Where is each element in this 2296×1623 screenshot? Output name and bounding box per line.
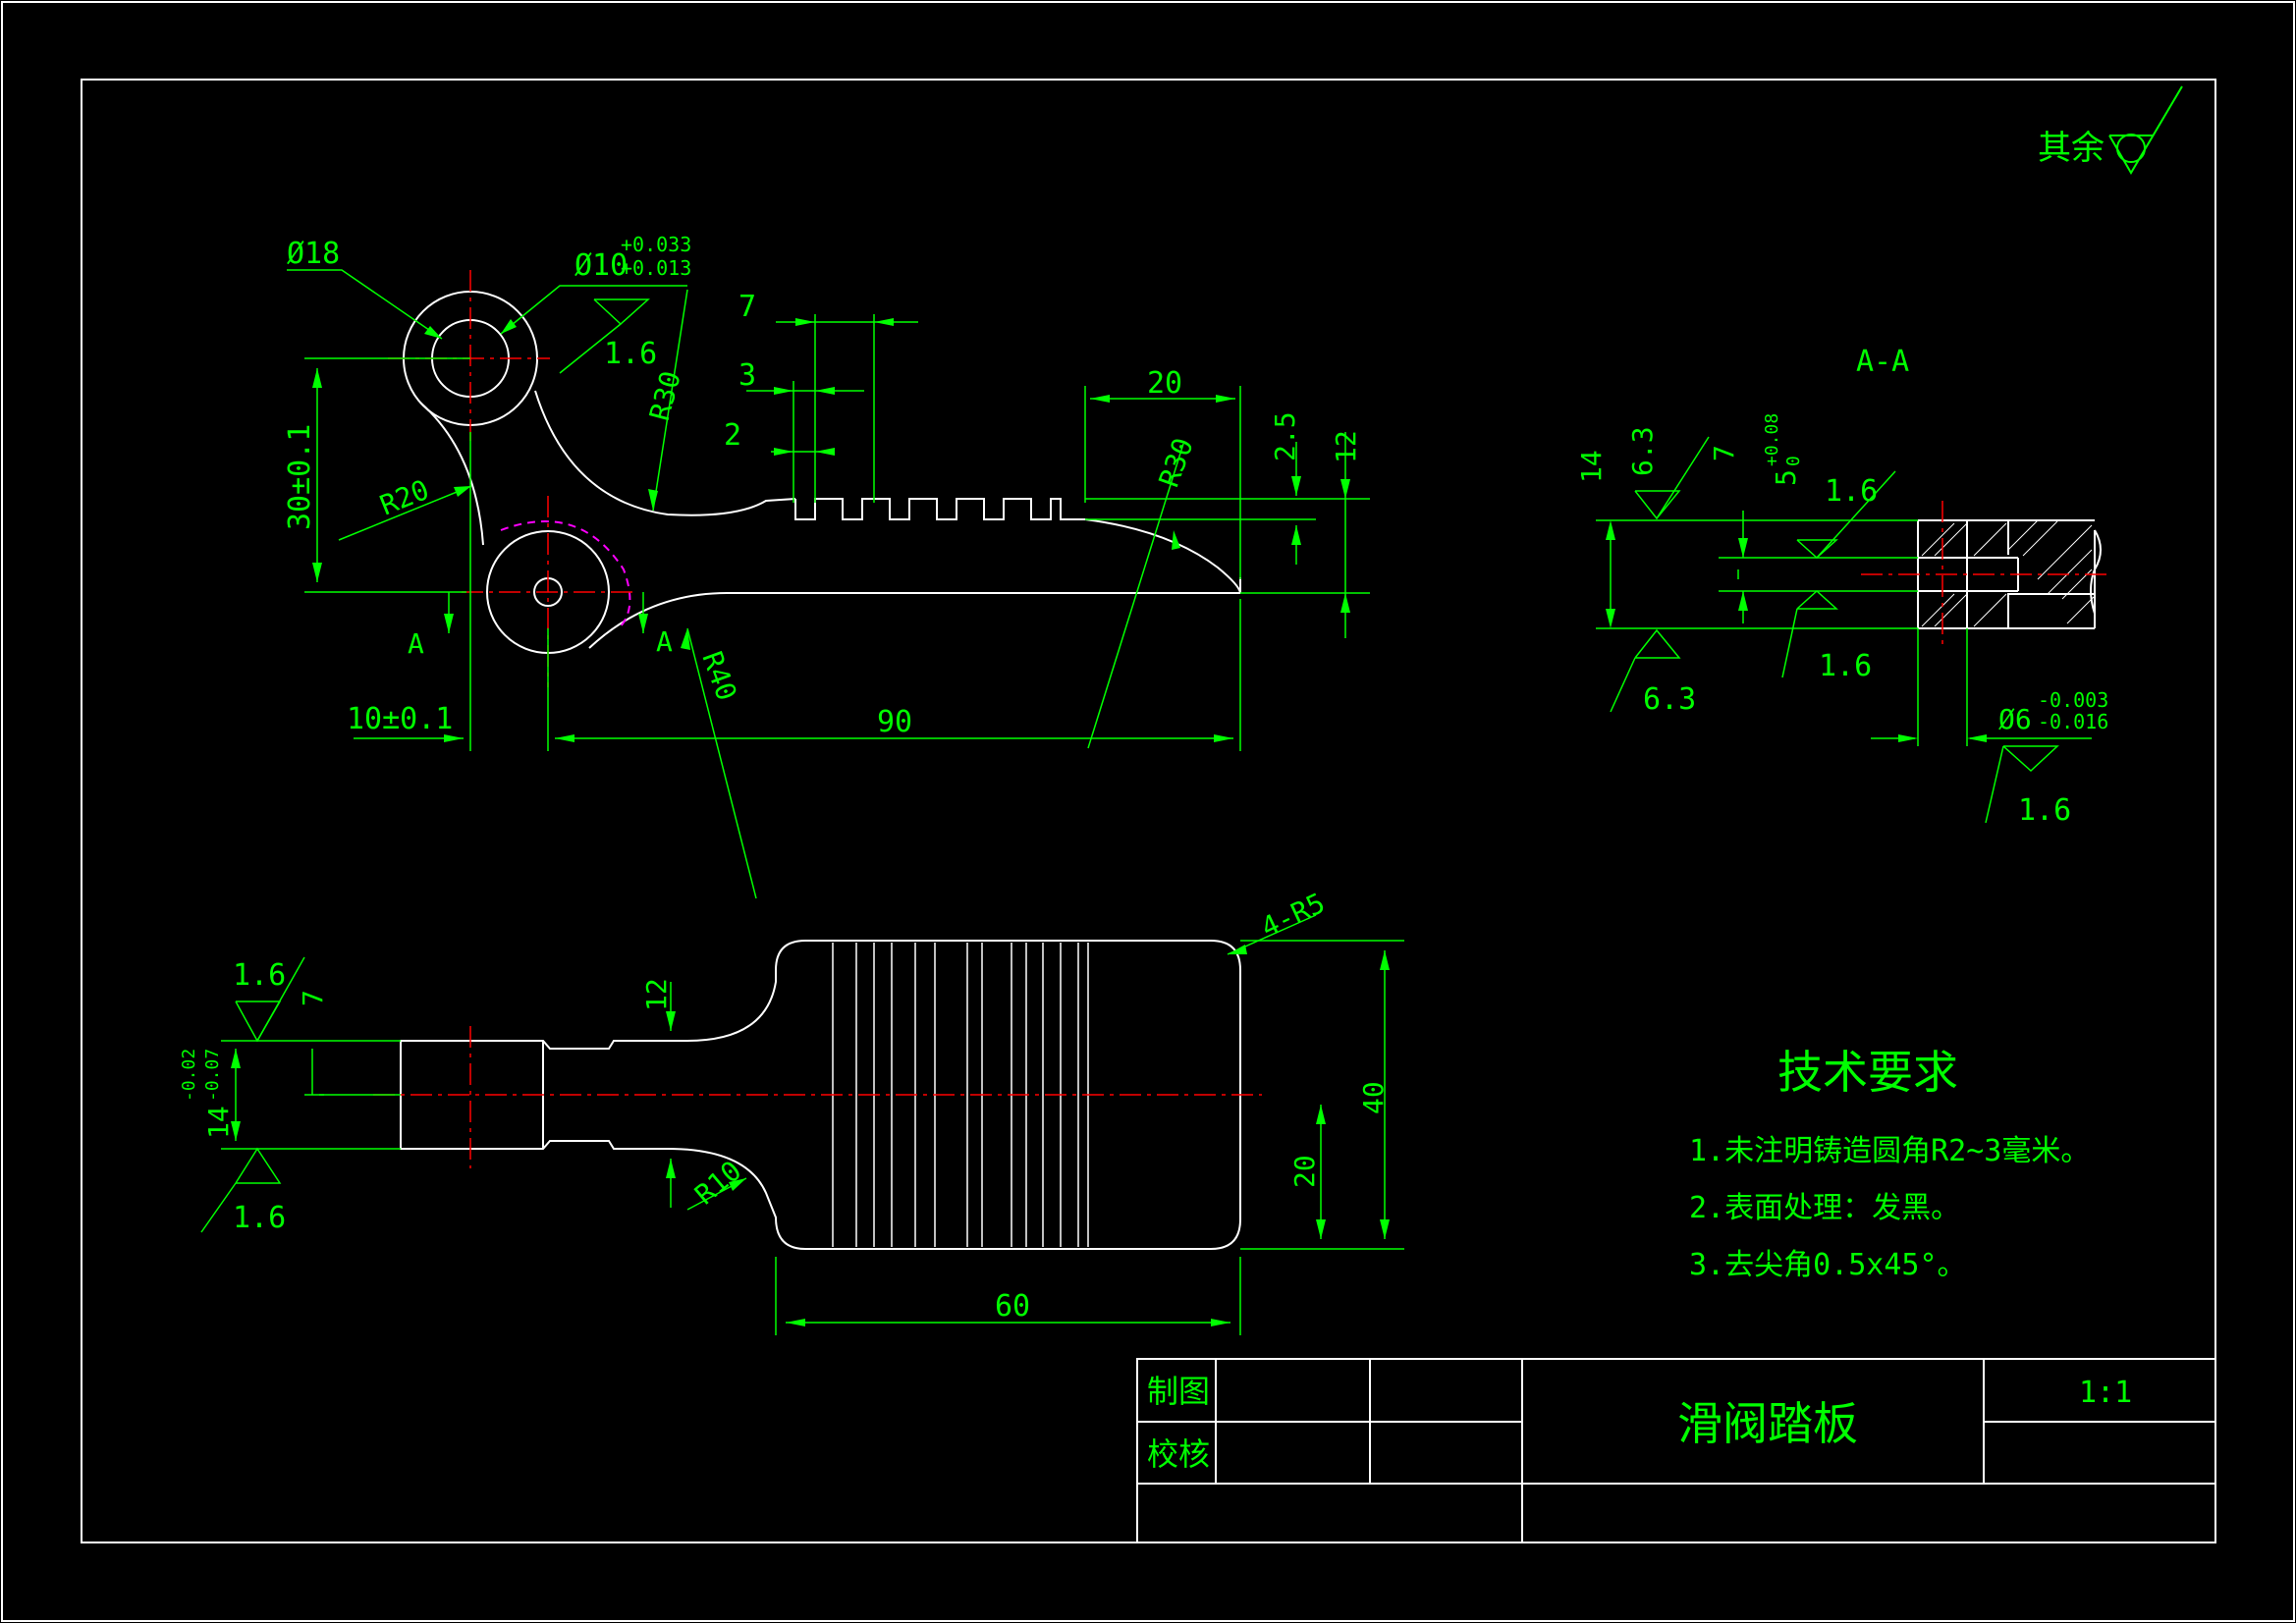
bottom-dim-w60: 60 bbox=[995, 1289, 1030, 1324]
section-dim-h7: 7 bbox=[1708, 445, 1740, 461]
bottom-view-arrowheads bbox=[231, 945, 1390, 1326]
bottom-dim-h20: 20 bbox=[1288, 1155, 1321, 1188]
section-dimension-lines bbox=[1596, 436, 2092, 824]
dim-r40: R40 bbox=[695, 647, 742, 705]
dim-w10: 10±0.1 bbox=[347, 702, 453, 736]
main-view: Ø18 Ø10 +0.033 +0.013 1.6 R30 R20 30±0.1… bbox=[283, 233, 1370, 899]
bottom-dim-r5: 4-R5 bbox=[1256, 887, 1330, 944]
dim-w2: 2 bbox=[724, 418, 741, 453]
bottom-dim-h7: 7 bbox=[297, 990, 329, 1006]
bottom-view-centerlines bbox=[373, 1026, 1262, 1168]
bottom-dim-h12: 12 bbox=[640, 978, 673, 1011]
section-arrowheads bbox=[1606, 520, 1987, 742]
section-finish-top: 6.3 bbox=[1626, 426, 1659, 476]
dim-r20: R20 bbox=[375, 473, 433, 522]
section-centerlines bbox=[1861, 501, 2111, 648]
dim-d10-tol-upper: +0.033 bbox=[621, 233, 691, 256]
section-dim-d6-tol-lower: -0.016 bbox=[2038, 710, 2108, 733]
dim-finish-hole: 1.6 bbox=[604, 337, 657, 371]
section-marker-right: A bbox=[656, 625, 673, 658]
bottom-dim-h40: 40 bbox=[1357, 1081, 1390, 1114]
dim-d10: Ø10 bbox=[574, 248, 628, 283]
bottom-finish-bottom: 1.6 bbox=[233, 1201, 286, 1235]
section-hatching bbox=[1921, 519, 2095, 627]
scale-value: 1:1 bbox=[2079, 1376, 2132, 1410]
bottom-dim-h14-tol-lower: -0.07 bbox=[202, 1049, 223, 1102]
section-dim-d6-tol-upper: -0.003 bbox=[2038, 688, 2108, 712]
bottom-view-dimension-lines bbox=[200, 914, 1404, 1335]
dim-w3: 3 bbox=[738, 358, 756, 393]
drawn-by-label: 制图 bbox=[1147, 1373, 1210, 1410]
dim-w20: 20 bbox=[1147, 366, 1182, 401]
main-view-arrowheads bbox=[312, 318, 1350, 742]
dim-d10-tol-lower: +0.013 bbox=[621, 256, 691, 280]
tech-requirement-item: 3.去尖角0.5x45°。 bbox=[1689, 1248, 1967, 1282]
section-dim-h5-tol-lower: 0 bbox=[1783, 456, 1804, 466]
checked-by-label: 校核 bbox=[1147, 1435, 1210, 1473]
title-block-grid bbox=[1136, 1358, 2216, 1543]
tech-requirement-item: 1.未注明铸造圆角R2~3毫米。 bbox=[1689, 1134, 2090, 1168]
section-dim-d6: Ø6 bbox=[1998, 703, 2032, 735]
section-finish-d6: 1.6 bbox=[2018, 793, 2071, 828]
section-dim-h14: 14 bbox=[1575, 450, 1608, 483]
section-title: A-A bbox=[1856, 345, 1909, 379]
dim-d18: Ø18 bbox=[287, 237, 340, 271]
main-view-outline bbox=[403, 291, 1241, 654]
section-finish-inner-bottom: 1.6 bbox=[1819, 649, 1872, 683]
bottom-view: 1.6 7 14 -0.02 -0.07 1.6 12 R10 4-R5 40 … bbox=[179, 887, 1404, 1335]
section-marker-left: A bbox=[408, 627, 424, 660]
tech-requirements: 技术要求 1.未注明铸造圆角R2~3毫米。 2.表面处理：发黑。 3.去尖角0.… bbox=[1689, 1046, 2090, 1282]
section-finish-bottom: 6.3 bbox=[1643, 682, 1696, 717]
surface-finish-note: 其余 bbox=[2038, 85, 2183, 175]
dim-h2-5: 2.5 bbox=[1269, 411, 1301, 461]
tech-requirement-item: 2.表面处理：发黑。 bbox=[1689, 1191, 1960, 1225]
section-dim-h5: 5 bbox=[1770, 469, 1802, 486]
part-name: 滑阀踏板 bbox=[1677, 1397, 1858, 1450]
bottom-dim-h14: 14 bbox=[202, 1106, 235, 1139]
dim-w7: 7 bbox=[738, 290, 756, 324]
bottom-dim-h14-tol-upper: -0.02 bbox=[179, 1049, 199, 1102]
surface-finish-label: 其余 bbox=[2038, 129, 2105, 168]
dim-h12: 12 bbox=[1330, 430, 1362, 463]
title-block: 制图 校核 滑阀踏板 1:1 bbox=[1136, 1358, 2216, 1543]
circle-finish-symbol-icon bbox=[2108, 85, 2183, 175]
section-finish-inner-top: 1.6 bbox=[1825, 474, 1878, 509]
tech-requirements-title: 技术要求 bbox=[1777, 1046, 1958, 1099]
dim-w90: 90 bbox=[877, 705, 912, 739]
dim-h30: 30±0.1 bbox=[283, 424, 317, 530]
hidden-arc bbox=[500, 520, 631, 629]
dim-r30-tip: R30 bbox=[1153, 434, 1200, 492]
main-view-dimension-lines bbox=[287, 269, 1370, 899]
section-dim-h5-tol-upper: +0.08 bbox=[1762, 413, 1782, 466]
section-view: A-A bbox=[1575, 345, 2111, 828]
bottom-finish-top: 1.6 bbox=[233, 958, 286, 993]
knurled-grip-lines bbox=[832, 943, 1089, 1247]
dim-r30-top: R30 bbox=[643, 367, 687, 423]
